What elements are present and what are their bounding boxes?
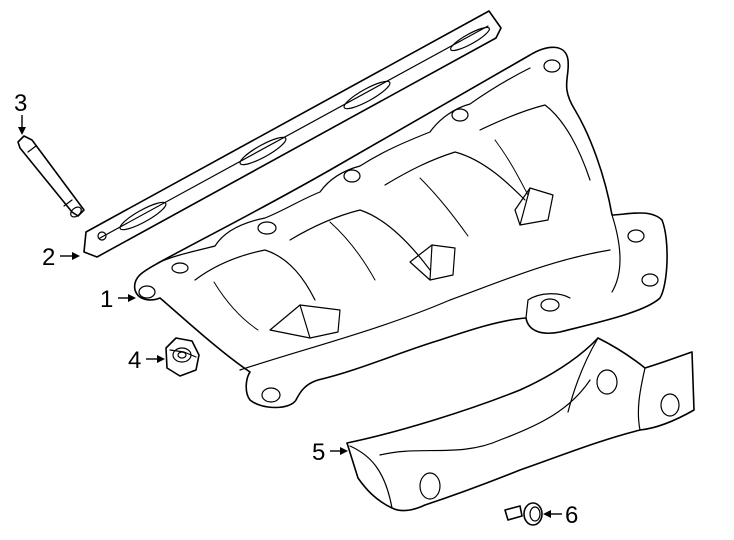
callout-5: 5 — [312, 439, 325, 466]
part-3-stud — [17, 135, 85, 218]
arrow-4 — [157, 355, 165, 363]
callout-1: 1 — [100, 286, 113, 313]
callout-labels: 1 2 3 4 5 6 — [14, 90, 578, 529]
part-1-exhaust-manifold — [133, 46, 668, 409]
arrow-2 — [72, 252, 80, 260]
part-2-gasket — [83, 10, 502, 258]
arrow-5 — [340, 447, 348, 455]
part-5-heat-shield — [346, 337, 695, 512]
arrow-3 — [18, 127, 26, 135]
arrow-6 — [543, 510, 551, 518]
callout-2: 2 — [42, 244, 55, 271]
callout-4: 4 — [128, 347, 141, 374]
callout-6: 6 — [565, 502, 578, 529]
part-4-nut — [165, 337, 200, 377]
callout-3: 3 — [14, 90, 27, 117]
leader-lines — [18, 115, 562, 518]
part-6-bolt — [504, 502, 543, 526]
arrow-1 — [128, 294, 136, 302]
